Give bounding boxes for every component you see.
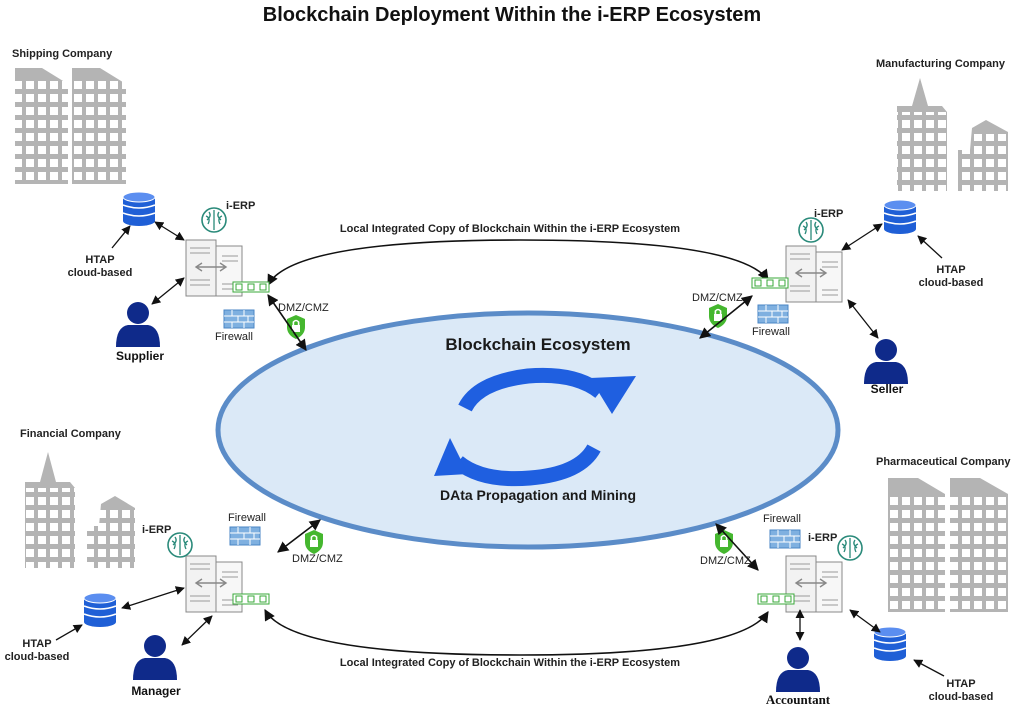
port-icon xyxy=(751,277,789,289)
brain-icon xyxy=(837,535,863,561)
pharmaceutical-zone-label: DMZ/CMZ xyxy=(700,555,751,567)
brain-icon xyxy=(167,532,193,558)
diagram-title: Blockchain Deployment Within the i-ERP E… xyxy=(262,4,762,26)
accountant-label: Accountant xyxy=(765,692,831,707)
shipping-zone-label: DMZ/CMZ xyxy=(278,302,329,314)
top-local-copy-arc xyxy=(267,239,769,286)
pharmaceutical-ierp-label: i-ERP xyxy=(808,532,838,544)
port-icon xyxy=(232,281,270,293)
database-icon xyxy=(883,199,917,235)
manufacturing-company-label: Manufacturing Company xyxy=(876,58,1005,70)
shipping-company-buildings xyxy=(15,68,126,184)
manufacturing-company-buildings xyxy=(897,78,1008,191)
server-icon xyxy=(785,245,843,303)
firewall-icon xyxy=(757,304,789,324)
brain-icon xyxy=(201,207,227,233)
bottom-flow-label: Local Integrated Copy of Blockchain With… xyxy=(339,657,681,669)
supplier-label: Supplier xyxy=(115,349,164,363)
bottom-local-copy-arc xyxy=(264,609,769,656)
pharmaceutical-firewall-label: Firewall xyxy=(763,513,801,525)
person-icon xyxy=(776,647,820,692)
shipping-company-label: Shipping Company xyxy=(12,48,113,60)
brain-icon xyxy=(798,217,824,243)
financial-company-label: Financial Company xyxy=(20,428,121,440)
ecosystem-heading: Blockchain Ecosystem xyxy=(445,335,631,354)
seller-label: Seller xyxy=(870,382,904,396)
shipping-ierp-label: i-ERP xyxy=(226,200,256,212)
database-icon xyxy=(873,626,907,662)
firewall-icon xyxy=(769,529,801,549)
manager-label: Manager xyxy=(131,684,181,698)
person-icon xyxy=(133,635,177,680)
person-icon xyxy=(116,302,160,347)
ecosystem-subheading: DAta Propagation and Mining xyxy=(440,487,636,503)
person-icon xyxy=(864,339,908,384)
port-icon xyxy=(232,593,270,605)
manufacturing-ierp-label: i-ERP xyxy=(814,208,844,220)
pharmaceutical-company-buildings xyxy=(888,478,1008,612)
pharmaceutical-company-label: Pharmaceutical Company xyxy=(876,456,1011,468)
financial-ierp-label: i-ERP xyxy=(142,524,172,536)
manufacturing-firewall-label: Firewall xyxy=(752,326,790,338)
blockchain-ecosystem-ellipse xyxy=(215,310,841,550)
shield-lock-icon xyxy=(304,529,324,555)
financial-zone-label: DMZ/CMZ xyxy=(292,553,343,565)
financial-company-buildings xyxy=(25,452,135,568)
financial-firewall-label: Firewall xyxy=(228,512,266,524)
manufacturing-zone-label: DMZ/CMZ xyxy=(692,292,743,304)
port-icon xyxy=(757,593,795,605)
firewall-icon xyxy=(229,526,261,546)
top-flow-label: Local Integrated Copy of Blockchain With… xyxy=(339,223,681,235)
database-icon xyxy=(122,191,156,227)
database-icon xyxy=(83,592,117,628)
shipping-firewall-label: Firewall xyxy=(215,331,253,343)
firewall-icon xyxy=(223,309,255,329)
sync-arrows-icon xyxy=(434,367,636,487)
